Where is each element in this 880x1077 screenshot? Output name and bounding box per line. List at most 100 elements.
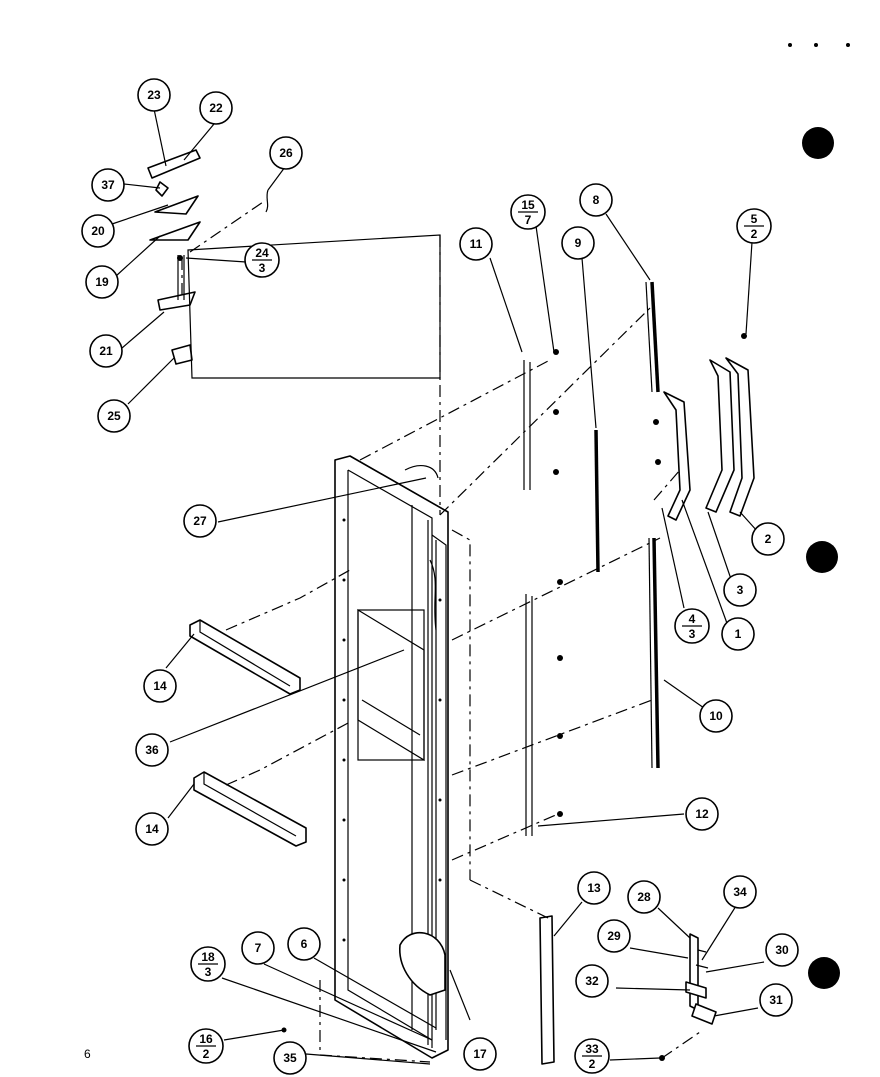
callout-number: 30 (775, 943, 789, 957)
callout-c27: 27 (183, 504, 217, 538)
callout-number: 11 (470, 237, 483, 251)
callout-c7: 7 (241, 931, 275, 965)
callout-number: 28 (637, 890, 651, 904)
callout-number: 2 (203, 1047, 210, 1061)
callout-number: 25 (107, 409, 121, 423)
callout-circle (597, 919, 631, 953)
callout-circle (135, 812, 169, 846)
callout-circle (685, 797, 719, 831)
callout-c33-2: 332 (574, 1038, 610, 1074)
callout-number: 15 (521, 198, 535, 212)
callout-circle (577, 871, 611, 905)
callout-circle (269, 136, 303, 170)
callout-c15-7: 157 (510, 194, 546, 230)
callout-number: 17 (473, 1047, 487, 1061)
callout-number: 14 (153, 679, 167, 693)
shelf-supports (189, 619, 307, 847)
callout-number: 8 (593, 193, 600, 207)
callout-number: 36 (145, 743, 159, 757)
frame-rivets (342, 518, 442, 942)
callout-circle (459, 227, 493, 261)
alignment-lines (181, 199, 701, 1063)
callout-circle (97, 399, 131, 433)
callout-c18-3: 183 (190, 946, 226, 982)
screws (177, 255, 747, 1061)
callout-c1: 1 (721, 617, 755, 651)
callout-number: 5 (751, 212, 758, 226)
callout-c29: 29 (597, 919, 631, 953)
callout-c17: 17 (463, 1037, 497, 1071)
callout-number: 6 (301, 937, 308, 951)
callout-circle (575, 964, 609, 998)
callout-number: 21 (99, 344, 113, 358)
callout-circle (143, 669, 177, 703)
callout-number: 9 (575, 236, 582, 250)
callout-c34: 34 (723, 875, 757, 909)
callout-c3: 3 (723, 573, 757, 607)
channel-strips (523, 281, 660, 1065)
callout-c11: 11 (459, 227, 493, 261)
callout-circle (751, 522, 785, 556)
leader-lines (111, 108, 765, 1065)
callout-number: 2 (751, 227, 758, 241)
callout-circle (199, 91, 233, 125)
callout-c21: 21 (89, 334, 123, 368)
callout-number: 7 (525, 213, 532, 227)
callout-c32: 32 (575, 964, 609, 998)
callout-c19: 19 (85, 265, 119, 299)
callout-c28: 28 (627, 880, 661, 914)
callout-number: 32 (585, 974, 599, 988)
callout-circle (91, 168, 125, 202)
callout-number: 19 (95, 275, 109, 289)
callout-c13: 13 (577, 871, 611, 905)
callout-number: 22 (209, 101, 223, 115)
callout-number: 14 (145, 822, 159, 836)
callout-number: 3 (205, 965, 212, 979)
callout-number: 7 (255, 941, 262, 955)
callout-circle (85, 265, 119, 299)
callout-c20: 20 (81, 214, 115, 248)
panel-outline (187, 234, 441, 379)
callout-number: 4 (689, 612, 696, 626)
callout-circle (721, 617, 755, 651)
callout-c14a: 14 (143, 669, 177, 703)
callout-c14b: 14 (135, 812, 169, 846)
callout-c35: 35 (273, 1041, 307, 1075)
callout-c2: 2 (751, 522, 785, 556)
callout-c10: 10 (699, 699, 733, 733)
callout-c6: 6 (287, 927, 321, 961)
callout-circle (89, 334, 123, 368)
callout-circle (287, 927, 321, 961)
callout-number: 24 (255, 246, 269, 260)
callout-circle (81, 214, 115, 248)
callout-c12: 12 (685, 797, 719, 831)
door-brackets (663, 357, 755, 521)
callout-c37: 37 (91, 168, 125, 202)
callout-number: 23 (147, 88, 161, 102)
registration-marks (788, 43, 850, 989)
callout-number: 2 (765, 532, 772, 546)
callout-circle (627, 880, 661, 914)
callout-c25: 25 (97, 399, 131, 433)
callout-circle (699, 699, 733, 733)
page-number: 6 (84, 1047, 91, 1061)
callout-circle (723, 573, 757, 607)
callout-number: 26 (279, 146, 293, 160)
callout-c23: 23 (137, 78, 171, 112)
callout-circle (759, 983, 793, 1017)
callout-circle (561, 226, 595, 260)
callout-circle (135, 733, 169, 767)
callout-c5-2: 52 (736, 208, 772, 244)
callout-number: 34 (733, 885, 747, 899)
callout-number: 2 (589, 1057, 596, 1071)
callout-circle (137, 78, 171, 112)
callout-number: 3 (737, 583, 744, 597)
callout-c31: 31 (759, 983, 793, 1017)
callout-c9: 9 (561, 226, 595, 260)
callout-c8: 8 (579, 183, 613, 217)
callout-circle (765, 933, 799, 967)
callout-c30: 30 (765, 933, 799, 967)
callout-number: 37 (101, 178, 115, 192)
